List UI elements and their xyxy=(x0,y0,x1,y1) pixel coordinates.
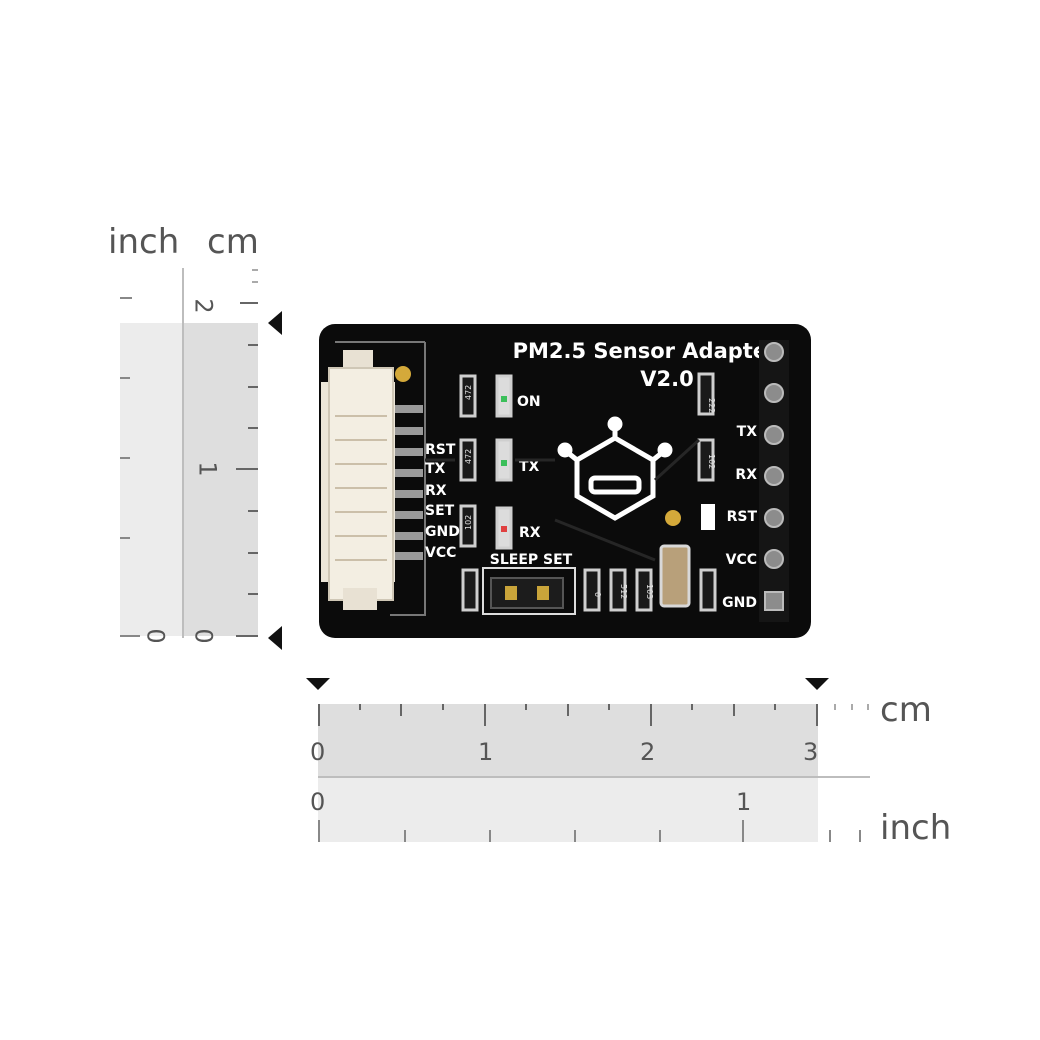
resistor-code: 102 xyxy=(464,515,473,530)
vertical-cm-tick-0: 0 xyxy=(189,628,218,644)
horizontal-marker-left xyxy=(306,678,330,690)
horizontal-marker-right xyxy=(805,678,829,690)
jumper-header xyxy=(490,577,564,609)
vertical-marker-bottom xyxy=(268,626,282,650)
jst-connector xyxy=(321,350,395,610)
right-pin-label: RX xyxy=(735,467,757,483)
vertical-ruler-inch-band xyxy=(120,323,182,636)
pcb-board-image: PM2.5 Sensor Adapter V2.0 RST TX RX SET … xyxy=(319,324,811,638)
jumper-outline xyxy=(482,567,576,615)
right-pin-label: GND xyxy=(722,595,757,611)
vertical-marker-top xyxy=(268,311,282,335)
left-pin-label: RST xyxy=(425,442,456,458)
smd-components xyxy=(459,372,717,612)
horizontal-cm-tick-1: 1 xyxy=(478,738,494,766)
left-pin-label: SET xyxy=(425,503,455,519)
right-pin-label: RST xyxy=(727,509,758,525)
right-pin-label: TX xyxy=(737,424,758,440)
resistor-code: 102 xyxy=(707,454,716,469)
left-pin-label: GND xyxy=(425,524,460,540)
resistor-code: 472 xyxy=(464,449,473,464)
vertical-ruler-cm-band xyxy=(184,323,258,636)
resistor-code: 103 xyxy=(645,584,654,599)
board-title-line2: V2.0 xyxy=(640,367,693,391)
left-pin-label: TX xyxy=(425,461,446,477)
horizontal-inch-tick-1: 1 xyxy=(736,788,752,816)
vertical-cm-tick-1: 1 xyxy=(193,461,222,477)
left-pin-label: VCC xyxy=(425,545,456,561)
robot-logo xyxy=(557,416,673,521)
right-pin-label: VCC xyxy=(726,552,757,568)
vertical-ruler-cm-label: cm xyxy=(207,222,259,262)
vertical-ruler xyxy=(120,268,258,638)
led-label-on: ON xyxy=(517,394,541,410)
horizontal-cm-tick-0: 0 xyxy=(310,738,326,766)
resistor-code: 472 xyxy=(464,385,473,400)
board-title-line1: PM2.5 Sensor Adapter xyxy=(513,339,778,363)
vertical-inch-tick-0: 0 xyxy=(141,628,170,644)
horizontal-ruler xyxy=(318,704,870,842)
horizontal-ruler-inch-band xyxy=(318,778,818,842)
horizontal-inch-tick-0: 0 xyxy=(310,788,326,816)
horizontal-cm-tick-3: 3 xyxy=(803,738,819,766)
right-header xyxy=(759,340,789,622)
vertical-ruler-inch-label: inch xyxy=(108,222,180,262)
resistor-code: 0 xyxy=(593,592,602,597)
horizontal-ruler-cm-label: cm xyxy=(880,690,932,730)
led-label-rx: RX xyxy=(519,525,541,541)
vertical-cm-tick-2: 2 xyxy=(189,298,218,314)
resistor-code: 512 xyxy=(619,584,628,599)
left-pin-label: RX xyxy=(425,483,447,499)
resistor-code: 222 xyxy=(707,398,716,413)
horizontal-ruler-inch-label: inch xyxy=(880,808,952,848)
jumper-label: SLEEP SET xyxy=(490,552,573,568)
horizontal-cm-tick-2: 2 xyxy=(640,738,656,766)
led-label-tx: TX xyxy=(519,459,540,475)
